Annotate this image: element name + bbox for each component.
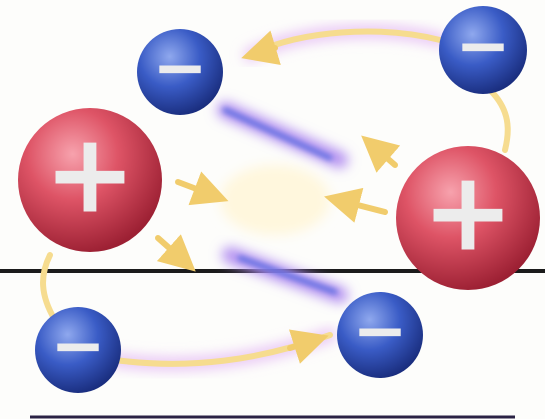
arrow-bottom-flow: [287, 329, 329, 364]
arrow-right-1: [361, 135, 401, 173]
plus-symbol: +: [44, 109, 136, 237]
arrow-left-2: [155, 234, 196, 272]
center-glow: [220, 165, 330, 235]
arrow-right-2: [324, 187, 388, 223]
negative-charge-bottom-left: −: [35, 307, 121, 393]
minus-symbol: −: [352, 292, 407, 369]
minus-symbol: −: [152, 29, 207, 106]
negative-charge-top-left: −: [137, 29, 223, 115]
minus-symbol: −: [50, 307, 105, 384]
minus-symbol: −: [455, 7, 510, 84]
positive-charge-left: +: [18, 108, 162, 252]
negative-charge-top-right: −: [439, 6, 527, 94]
left-flow-path: [40, 252, 58, 323]
arrow-left-1: [175, 171, 229, 206]
negative-charge-bottom-right: −: [337, 292, 423, 378]
plus-symbol: +: [422, 147, 514, 275]
right-flow-path: [487, 87, 511, 153]
positive-charge-right: +: [396, 146, 540, 290]
force-arrows: [155, 30, 401, 364]
arrow-top-flow: [241, 30, 281, 66]
attraction-glows: [217, 102, 348, 303]
